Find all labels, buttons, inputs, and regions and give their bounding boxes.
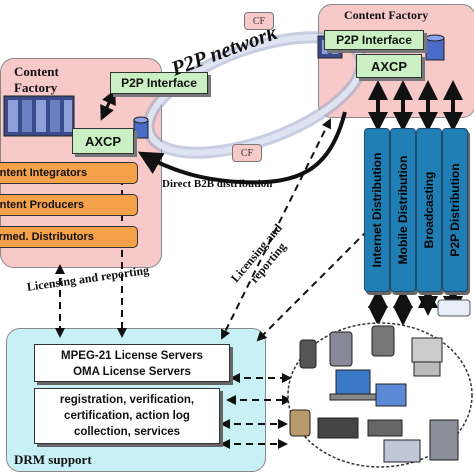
- oma-license-servers-label: OMA License Servers: [73, 366, 191, 378]
- mobile-distribution-bar: Mobile Distribution: [390, 128, 416, 292]
- broadcasting-bar: Broadcasting: [416, 128, 442, 292]
- right-p2p-interface-box: P2P Interface: [324, 30, 424, 50]
- intermediate-distributors-label: Intermed. Distributors: [0, 231, 94, 243]
- drm-services-line1: registration, verification,: [59, 394, 195, 406]
- left-factory-title-line1: Content: [14, 64, 59, 79]
- licensing-distribution-dashed: [256, 221, 377, 342]
- left-axcp-box: AXCP: [72, 128, 134, 154]
- internet-distribution-bar: Internet Distribution: [364, 128, 390, 292]
- license-servers-box: MPEG-21 License Servers OMA License Serv…: [34, 344, 230, 382]
- cf-badge-bottom: CF: [232, 144, 262, 162]
- right-axcp-box: AXCP: [356, 54, 422, 78]
- p2p-distribution-bar: P2P Distribution: [442, 128, 468, 292]
- drm-services-box: registration, verification, certificatio…: [34, 388, 220, 444]
- left-factory-title-line2: Factory: [14, 80, 58, 95]
- left-p2p-interface-box: P2P Interface: [110, 72, 208, 94]
- drm-device-dashed: [220, 373, 292, 449]
- database-icon-left: [133, 116, 149, 139]
- p2p-distribution-label: P2P Distribution: [448, 163, 462, 257]
- database-icon-right: [425, 34, 445, 61]
- axcp-p2p-left-arrow: [100, 89, 116, 121]
- cf-badge-top: CF: [244, 12, 274, 30]
- content-integrators-box: Content Integrators: [0, 162, 138, 184]
- direct-b2b-label: Direct B2B distribution: [162, 178, 273, 190]
- drm-services-line3: collection, services: [73, 426, 181, 438]
- mobile-distribution-label: Mobile Distribution: [396, 155, 410, 265]
- mpeg21-license-servers-label: MPEG-21 License Servers: [61, 350, 203, 362]
- licensing-diagonal-dashed: [221, 118, 331, 340]
- drm-services-line2: certification, action log: [64, 410, 190, 422]
- drm-support-title: DRM support: [14, 452, 92, 467]
- intermediate-distributors-box: Intermed. Distributors: [0, 226, 138, 248]
- device-icons: [289, 299, 471, 463]
- content-producers-box: Content Producers: [0, 194, 138, 216]
- axcp-distribution-arrows: [368, 80, 463, 132]
- internet-distribution-label: Internet Distribution: [370, 152, 384, 268]
- broadcasting-label: Broadcasting: [422, 171, 436, 249]
- server-rack-icon-left: [3, 95, 75, 137]
- right-factory-title: Content Factory: [344, 8, 429, 22]
